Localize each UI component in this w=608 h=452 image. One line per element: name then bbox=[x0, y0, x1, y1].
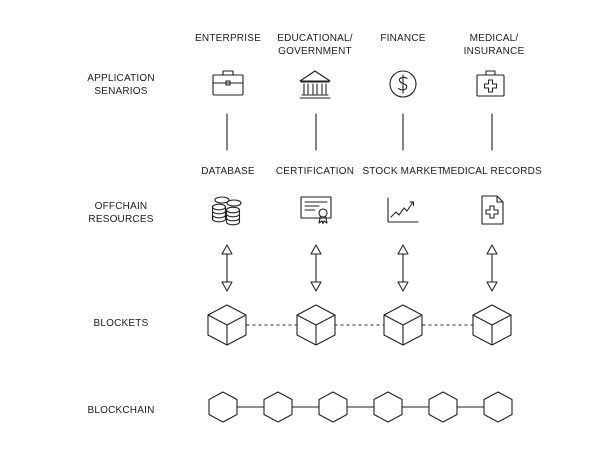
offchain-blocket-arrows bbox=[221, 244, 498, 292]
chain-block-5 bbox=[428, 391, 458, 423]
blocket-cube-2 bbox=[296, 304, 336, 346]
medical-record-icon bbox=[481, 195, 504, 225]
double-arrow-medical-records bbox=[486, 244, 498, 292]
resource-label-stock-market: STOCK MARKET bbox=[362, 166, 444, 177]
chain-block-2 bbox=[263, 391, 293, 423]
double-arrow-database bbox=[221, 244, 233, 292]
double-arrow-stock-market bbox=[397, 244, 409, 292]
dollar-coin-icon bbox=[389, 70, 417, 98]
resource-label-certification: CERTIFICATION bbox=[275, 166, 355, 177]
row-label-application-scenarios: APPLICATION SENARIOS bbox=[87, 73, 155, 97]
resource-label-medical-records: MEDICAL RECORDS bbox=[442, 166, 542, 177]
blocket-cubes bbox=[207, 304, 512, 346]
coin-stacks-icon bbox=[211, 196, 242, 226]
scenario-label-educational-government: EDUCATIONAL/ GOVERNMENT bbox=[277, 33, 353, 57]
blockchain-blocks bbox=[208, 391, 513, 423]
row-label-offchain-resources: OFFCHAIN RESOURCES bbox=[88, 201, 154, 225]
blocket-cube-1 bbox=[207, 304, 247, 346]
scenario-label-medical-insurance: MEDICAL/ INSURANCE bbox=[463, 33, 525, 57]
chain-block-4 bbox=[373, 391, 403, 423]
scenario-label-finance: FINANCE bbox=[380, 33, 426, 44]
chain-block-1 bbox=[208, 391, 238, 423]
scenario-label-enterprise: ENTERPRISE bbox=[195, 33, 261, 44]
blocket-cube-4 bbox=[472, 304, 512, 346]
row-label-blockchain: BLOCKCHAIN bbox=[87, 405, 155, 416]
scenario-connector-lines bbox=[226, 113, 493, 151]
chain-block-6 bbox=[483, 391, 513, 423]
resource-label-database: DATABASE bbox=[201, 166, 255, 177]
briefcase-icon bbox=[212, 70, 244, 96]
certificate-icon bbox=[300, 196, 332, 225]
chain-block-3 bbox=[318, 391, 348, 423]
double-arrow-certification bbox=[310, 244, 322, 292]
medical-kit-icon bbox=[476, 70, 505, 97]
stock-chart-icon bbox=[387, 197, 419, 223]
blocket-cube-3 bbox=[383, 304, 423, 346]
row-label-blockets: BLOCKETS bbox=[93, 318, 149, 329]
government-building-icon bbox=[299, 70, 331, 99]
